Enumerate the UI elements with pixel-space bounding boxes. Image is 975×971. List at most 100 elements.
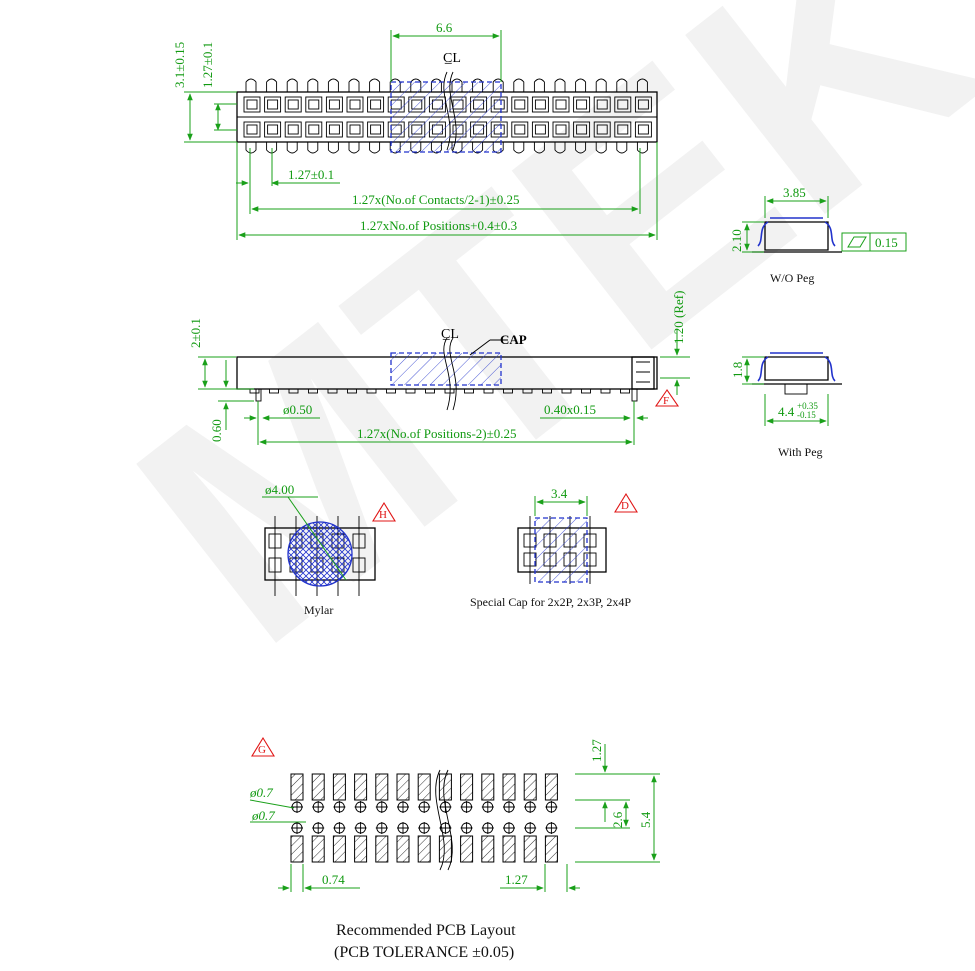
contact-inner: [534, 99, 546, 110]
contact-cell: [243, 96, 261, 113]
side-foot: [386, 388, 396, 394]
pcb-hole-cross: [481, 822, 494, 834]
pcb-hole-cross: [291, 801, 303, 813]
contact-inner: [328, 124, 340, 135]
dim-side-positions: 1.27x(No.of Positions-2)±0.25: [357, 426, 517, 441]
pin-top: [492, 78, 504, 92]
pin-bottom: [369, 142, 381, 154]
mylar-view: ø4.00 H Mylar: [262, 482, 396, 617]
side-foot: [366, 388, 377, 394]
pin-bottom: [533, 142, 545, 154]
contact-cell: [634, 121, 652, 138]
side-foot: [249, 388, 260, 394]
mylar-disc: [287, 521, 353, 587]
pcb-pad: [523, 835, 537, 863]
special-cap-view: 3.4 D Special Cap for 2x2P, 2x3P, 2x4P: [470, 486, 638, 609]
mylar-caption: Mylar: [304, 603, 333, 617]
side-foot: [542, 388, 552, 394]
contact-inner: [576, 99, 588, 110]
contact-cell: [305, 96, 323, 113]
pcb-hole-cross: [481, 801, 494, 813]
pin-bottom: [327, 142, 339, 154]
tol-minus: -0.15: [797, 410, 816, 420]
contact-cell: [325, 121, 343, 138]
side-foot: [425, 388, 435, 394]
dim-pad-pitch: 1.27: [589, 739, 604, 762]
pcb-pad: [396, 835, 410, 863]
contact-cell: [284, 121, 302, 138]
contact-cell: [552, 96, 570, 113]
contact-inner: [617, 99, 629, 110]
top-cap: [391, 82, 501, 152]
pin-bottom: [348, 142, 360, 154]
pin-top: [307, 78, 319, 92]
pcb-pad: [290, 835, 304, 863]
pcb-pad: [460, 835, 474, 863]
dim-5-4: 5.4: [638, 811, 653, 828]
pcb-caption-1: Recommended PCB Layout: [336, 922, 516, 939]
pin-bottom: [554, 142, 566, 154]
mylar-contact: [352, 557, 366, 573]
dim-flat: 0.40x0.15: [544, 402, 596, 417]
pcb-pad: [417, 773, 431, 801]
dim-hole-a: ø0.7: [249, 785, 273, 800]
dim-pitch: 1.27±0.1: [288, 167, 334, 182]
contact-cell: [346, 96, 364, 113]
side-foot: [347, 388, 357, 394]
pcb-hole-cross: [333, 822, 346, 834]
dim-mylar: ø4.00: [265, 482, 294, 497]
break-line: [443, 71, 451, 151]
dim-4-4: 4.4: [778, 404, 795, 419]
contact-cell: [531, 96, 549, 113]
tol-plus: +0.35: [797, 401, 818, 411]
contact-cell: [346, 121, 364, 138]
pin-top: [245, 78, 257, 92]
side-foot: [269, 388, 279, 394]
pin-top: [327, 78, 339, 92]
pin-top: [533, 78, 545, 92]
contact-cell: [593, 121, 611, 138]
pcb-hole-cross: [503, 801, 515, 813]
contact-cell: [552, 121, 570, 138]
contact-cell: [531, 121, 549, 138]
dim-leg: 0.60: [209, 419, 224, 442]
contact-cell: [305, 121, 323, 138]
mylar-contact: [268, 533, 282, 549]
contact-cell: [243, 121, 261, 138]
contact-cell: [614, 121, 632, 138]
pcb-pad: [332, 773, 346, 801]
pcb-pad: [544, 835, 558, 863]
centerline-mark: C̲L: [443, 51, 461, 66]
pcb-pad: [311, 835, 325, 863]
dim-2-10: 2.10: [729, 229, 744, 252]
pin-bottom: [245, 142, 257, 154]
dim-row-pitch: 1.27±0.1: [200, 42, 215, 88]
pcb-pad: [481, 835, 495, 863]
pcb-hole-cross: [418, 822, 431, 834]
side-foot: [522, 388, 533, 394]
contact-inner: [287, 124, 299, 135]
pcb-hole-cross: [503, 822, 515, 834]
pcb-hole-cross: [312, 801, 325, 813]
contact-cell: [284, 96, 302, 113]
contact-inner: [576, 124, 588, 135]
pcb-hole-cross: [354, 822, 367, 834]
contact-inner: [267, 99, 279, 110]
pcb-pad: [460, 773, 474, 801]
pcb-hole-cross: [524, 822, 537, 834]
pin-bottom: [636, 142, 648, 154]
pcb-layout: G 1.27 2.6 5.4 ø0.7 ø0.7 0.74 1.27 Recom…: [249, 736, 660, 961]
dim-peg: ø0.50: [283, 402, 312, 417]
wo-peg-view: 3.85 2.10 0.15 W/O Peg: [729, 185, 907, 285]
dim-height-3-1: 3.1±0.15: [172, 42, 187, 88]
contact-inner: [514, 99, 526, 110]
side-foot: [464, 388, 474, 394]
pcb-pad: [502, 773, 516, 801]
pcb-hole-cross: [312, 822, 325, 834]
contact-cell: [367, 96, 385, 113]
flatness-value: 0.15: [875, 235, 898, 250]
pcb-pad: [544, 773, 558, 801]
pin-top: [369, 78, 381, 92]
pcb-hole-cross: [397, 822, 409, 834]
